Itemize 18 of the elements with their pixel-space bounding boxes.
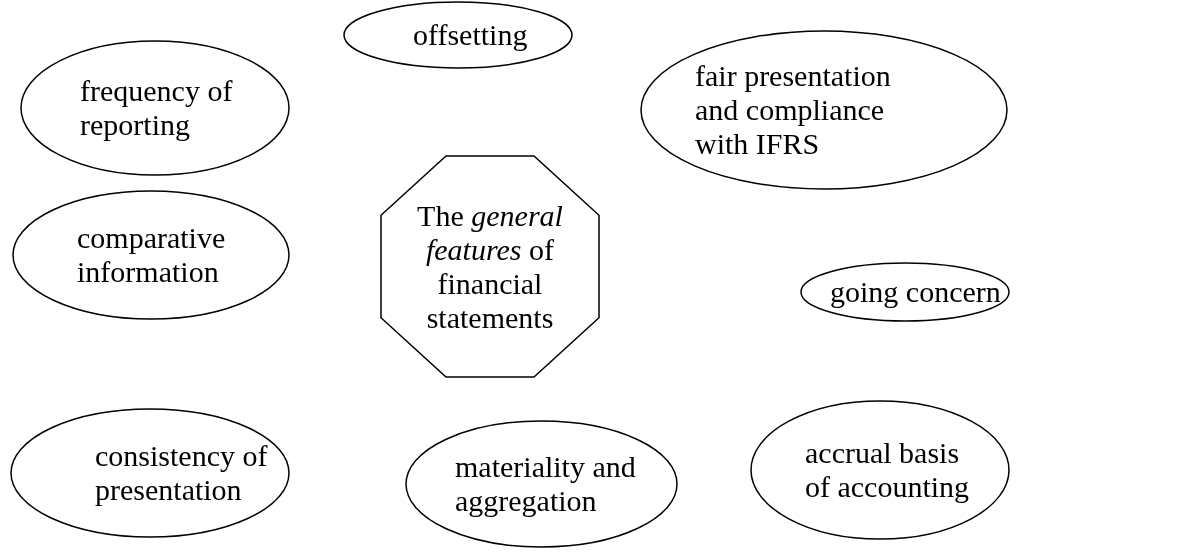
ellipse-node [405,420,678,548]
node-label: consistency of presentation [95,439,269,507]
node-label: The general features of financial statements [416,198,564,335]
node-label: offsetting [413,18,529,52]
node-label: frequency of reporting [80,74,234,142]
ellipse-node [343,1,573,69]
node-label: materiality and aggregation [455,450,637,518]
node-label: accrual basis of accounting [805,436,971,504]
ellipse-node [12,190,290,320]
octagon-node [380,155,600,378]
ellipse-node [10,408,290,538]
node-label: comparative information [77,221,227,289]
ellipse-node [640,30,1008,190]
node-label: going concern [830,275,1002,309]
ellipse-node [800,262,1010,322]
node-label: fair presentation and compliance with IFRS [695,59,892,161]
ellipse-node [750,400,1010,540]
ellipse-node [20,40,290,176]
